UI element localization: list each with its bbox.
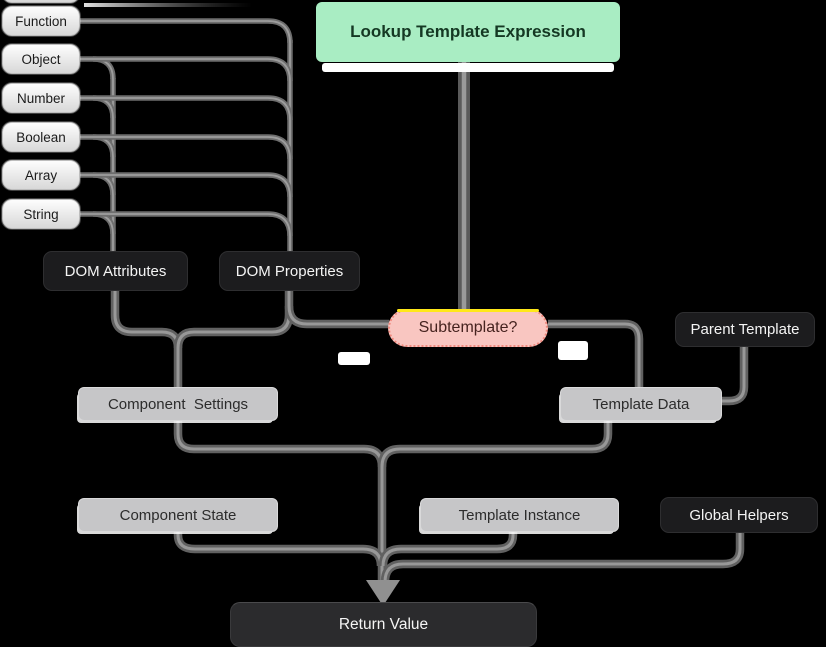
node-string: String xyxy=(2,199,80,229)
connector-string-to-dom-attributes xyxy=(92,211,116,235)
subtemplate-label: Subtemplate? xyxy=(418,319,518,336)
node-dom-properties: DOM Properties xyxy=(219,251,360,291)
arrow-down-icon xyxy=(366,580,400,606)
connector-boolean-to-dom-attributes xyxy=(92,134,116,158)
connector-number-to-dom-attributes xyxy=(92,95,116,119)
connector-parent-template-to-template-data xyxy=(721,347,749,406)
node-dom-attributes: DOM Attributes xyxy=(43,251,188,291)
node-return-value: Return Value xyxy=(230,602,537,647)
connector-function-to-dom-properties xyxy=(80,18,293,44)
connector-template-data-to-merge xyxy=(377,421,613,468)
yellow-stripe xyxy=(397,309,539,312)
node-function: Function xyxy=(2,6,80,36)
node-subtemplate: Subtemplate? xyxy=(388,309,548,347)
connector-array-to-dom-attributes xyxy=(92,172,116,196)
connector-global-helpers-to-merge xyxy=(380,533,745,583)
node-object: Object xyxy=(2,44,80,74)
connector-merge-to-subtemplate xyxy=(284,305,389,329)
connector-object-to-dom-attributes xyxy=(92,56,116,80)
connector-dom-attributes-to-component-settings xyxy=(110,291,183,387)
node-component-settings: Component Settings xyxy=(78,387,278,421)
connector-dom-properties-merge xyxy=(173,291,294,349)
node-component-state: Component State xyxy=(78,498,278,532)
type-box-cutoff xyxy=(2,0,80,3)
node-parent-template: Parent Template xyxy=(675,312,815,347)
node-number: Number xyxy=(2,83,80,113)
node-array: Array xyxy=(2,160,80,190)
subtemplate-shadow-left xyxy=(338,352,370,365)
node-lookup-template-expression: Lookup Template Expression xyxy=(316,2,620,62)
node-boolean: Boolean xyxy=(2,122,80,152)
green-box-shadow xyxy=(322,63,614,72)
node-template-data: Template Data xyxy=(560,387,722,421)
node-template-instance: Template Instance xyxy=(420,498,619,532)
node-global-helpers: Global Helpers xyxy=(660,497,818,533)
subtemplate-shadow-right xyxy=(558,341,588,360)
